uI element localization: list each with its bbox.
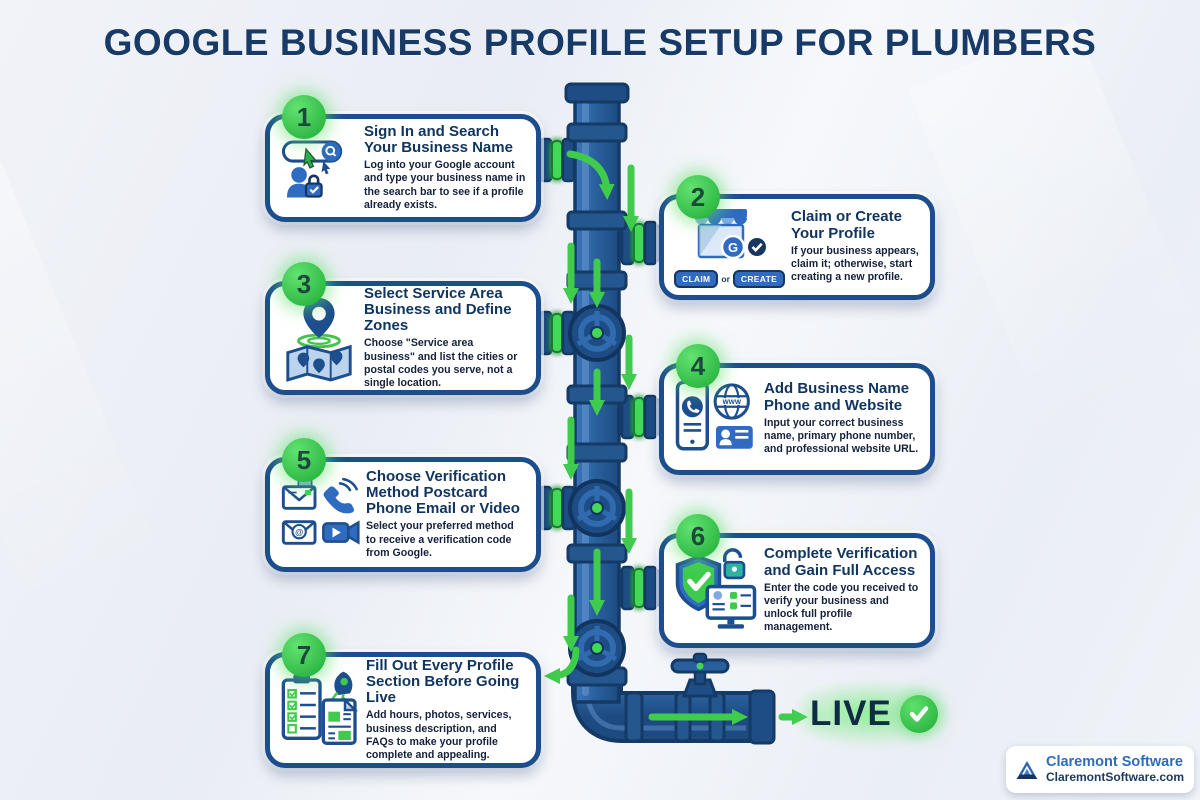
- google-g-glyph: G: [727, 240, 737, 255]
- verification-methods-icon: @: [280, 470, 360, 560]
- step-2-card: 2 G CLAIM or CREATE Claim or: [659, 175, 935, 300]
- step-number-badge: 1: [282, 95, 326, 139]
- claremont-logo-icon: [1016, 760, 1038, 779]
- claim-button: CLAIM: [674, 269, 719, 288]
- claim-create-row: CLAIM or CREATE: [674, 269, 786, 288]
- pipe-elbow-horizontal: [571, 676, 776, 745]
- step-title: Add Business Name Phone and Website: [764, 380, 910, 414]
- live-check-icon: [899, 695, 938, 733]
- page-title: GOOGLE BUSINESS PROFILE SETUP FOR PLUMBE…: [103, 22, 1097, 63]
- step-number-badge: 7: [282, 633, 326, 677]
- step-description: Add hours, photos, services, business de…: [366, 709, 512, 762]
- step-title: Fill Out Every Profile Section Before Go…: [366, 656, 520, 707]
- background-streak: [0, 111, 169, 629]
- step-5-card: 5 @ Choose Verification Method Postcard: [265, 438, 541, 572]
- live-status: LIVE: [788, 678, 952, 750]
- step-title: Complete Verification and Gain Full Acce…: [764, 545, 918, 579]
- wheel-valves: [568, 304, 626, 677]
- pipe-tee-branches: [526, 137, 668, 611]
- phone-globe-card-icon: WWW: [674, 374, 758, 464]
- step-number-badge: 6: [676, 514, 720, 558]
- step-4-card: 4 WWW Add Business Nam: [659, 344, 935, 475]
- or-label: or: [721, 273, 730, 284]
- brand-website: ClaremontSoftware.com: [1045, 769, 1184, 784]
- step-6-card: 6 Complete Verificati: [659, 514, 935, 648]
- service-area-map-icon: [280, 292, 358, 384]
- step-title: Claim or Create Your Profile: [791, 208, 902, 242]
- profile-checklist-icon: [280, 663, 360, 757]
- step-description: Select your preferred method to receive …: [366, 520, 514, 559]
- step-description: Enter the code you received to verify yo…: [764, 581, 919, 634]
- create-button: CREATE: [732, 269, 786, 288]
- step-title: Sign In and Search Your Business Name: [364, 122, 513, 157]
- brand-name: Claremont Software: [1045, 754, 1183, 771]
- tap-valve: [670, 652, 730, 698]
- step-3-card: 3 Select Service Area Business and Defin…: [265, 262, 541, 395]
- storefront-icon: G CLAIM or CREATE: [674, 207, 786, 288]
- step-number-badge: 4: [676, 344, 720, 388]
- step-description: Log into your Google account and type yo…: [364, 159, 526, 211]
- live-label: LIVE: [810, 694, 892, 733]
- signin-search-icon: [280, 125, 358, 211]
- www-glyph: WWW: [722, 399, 741, 406]
- step-number-badge: 5: [282, 438, 326, 482]
- step-description: Input your correct business name, primar…: [764, 416, 919, 456]
- step-number-badge: 2: [676, 175, 720, 219]
- step-title: Choose Verification Method Postcard Phon…: [366, 467, 520, 518]
- step-number-badge: 3: [282, 262, 326, 306]
- background-streak: [907, 21, 1200, 479]
- step-1-card: 1 Sign In and Search Your Business Name …: [265, 95, 541, 222]
- main-pipe: [564, 82, 630, 704]
- step-title: Select Service Area Business and Define …: [364, 284, 512, 335]
- shield-check-icon: [674, 545, 758, 637]
- step-description: Choose "Service area business" and list …: [364, 337, 518, 390]
- step-description: If your business appears, claim it; othe…: [791, 244, 919, 284]
- at-glyph: @: [295, 527, 303, 537]
- step-7-card: 7: [265, 633, 541, 768]
- brand-card: Claremont Software ClaremontSoftware.com: [1006, 746, 1194, 793]
